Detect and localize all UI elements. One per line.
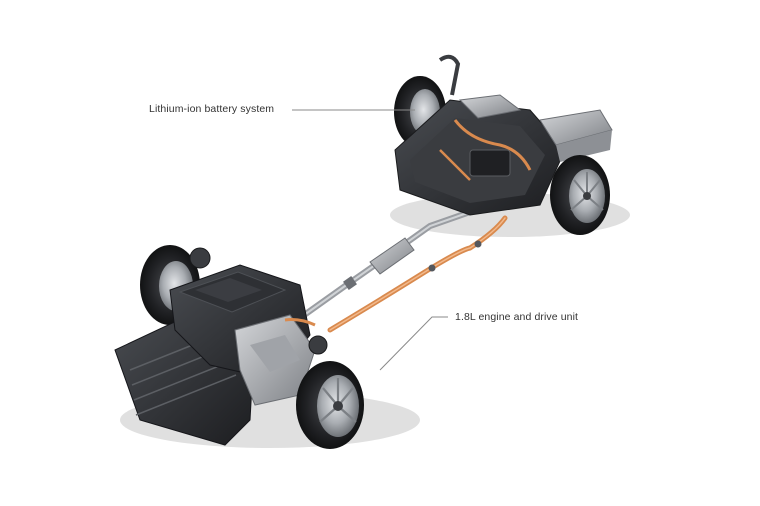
- front-assembly: [114, 245, 364, 449]
- engine-callout-label: 1.8L engine and drive unit: [455, 311, 579, 323]
- callout-leader-lines: [292, 109, 448, 371]
- battery-callout-label: Lithium-ion battery system: [149, 103, 275, 115]
- exhaust-pipe: [297, 209, 473, 321]
- rear-assembly: [394, 54, 613, 235]
- hv-cable: [327, 215, 508, 333]
- engine-leader-line: [379, 316, 448, 371]
